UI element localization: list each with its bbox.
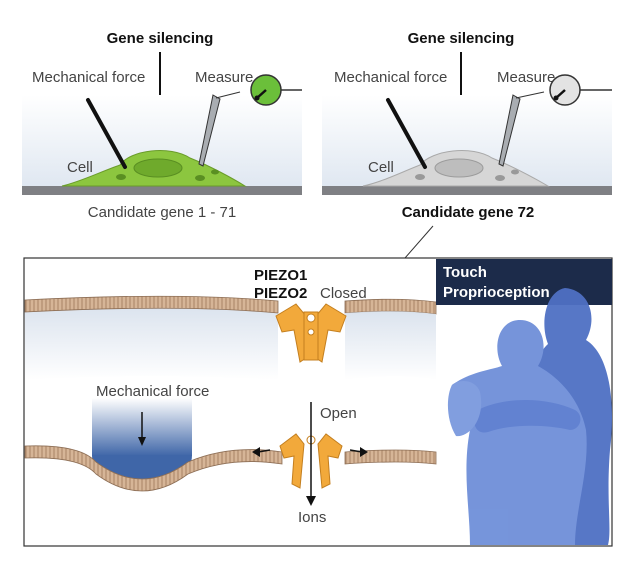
figure-front — [449, 320, 587, 545]
lower-force-label: Mechanical force — [96, 383, 209, 400]
panel-candidate-72: Gene silencing Mechanical force Cell Mea… — [322, 30, 612, 221]
panel-2-force-rod — [386, 98, 427, 169]
membrane-lower-right — [344, 449, 437, 465]
panel-2-nucleus — [434, 158, 484, 178]
stretch-arrowhead-left — [252, 447, 260, 457]
cytoplasm-upper-right — [345, 311, 436, 380]
membrane-lower-left — [24, 445, 283, 492]
open-label: Open — [320, 405, 357, 422]
ions-label: Ions — [298, 509, 326, 526]
piezo-open-right-blade — [317, 433, 343, 489]
panel-1-gauge-pivot — [254, 95, 260, 101]
panel-1-cell-label: Cell — [67, 159, 93, 176]
figure-arm — [474, 399, 581, 433]
piezo-closed-cap — [306, 313, 316, 323]
callout-pointer — [368, 225, 434, 259]
panel-2-organelle — [415, 174, 425, 180]
panel-2-measure-label: Measure — [497, 69, 555, 86]
piezo-closed-pore — [303, 311, 319, 361]
lower-force-arrowhead — [138, 437, 146, 446]
panel-2-cell-label: Cell — [368, 159, 394, 176]
stretch-arrowhead-right — [360, 447, 368, 457]
piezo-closed-left-blade — [275, 303, 307, 363]
panel-2-electrode-wire — [515, 91, 545, 99]
panel-1-organelle — [211, 169, 219, 175]
piezo-open-left-blade — [279, 433, 305, 489]
figure-shoulder — [447, 380, 482, 437]
panel-1-force-label: Mechanical force — [32, 69, 145, 86]
membrane-upper-left — [24, 295, 279, 314]
piezo-closed-right-blade — [315, 303, 347, 363]
functions-panel: Touch Proprioception — [436, 259, 613, 545]
piezo1-label: PIEZO1 — [254, 267, 307, 284]
proprioception-label: Proprioception — [443, 284, 550, 301]
panel-2-caption: Candidate gene 72 — [402, 204, 535, 221]
embracing-figures-illustration — [447, 288, 613, 545]
panel-2-organelle — [495, 175, 505, 181]
panel-1-heading: Gene silencing — [107, 30, 214, 47]
panel-1-organelle — [116, 174, 126, 180]
panel-2-heading: Gene silencing — [408, 30, 515, 47]
panel-2-substrate — [322, 186, 612, 195]
piezo2-label: PIEZO2 — [254, 285, 307, 302]
ion-flow-arrowhead — [306, 496, 316, 506]
panel-2-force-label: Mechanical force — [334, 69, 447, 86]
panel-1-force-rod — [86, 98, 127, 169]
panel-1-nucleus — [133, 158, 183, 178]
membrane-open-section: Mechanical force Open Ions — [24, 383, 437, 526]
panel-1-measure-label: Measure — [195, 69, 253, 86]
touch-label: Touch — [443, 264, 487, 281]
panel-1-substrate — [22, 186, 302, 195]
panel-1-caption: Candidate gene 1 - 71 — [88, 204, 236, 221]
membrane-closed-section: PIEZO1 PIEZO2 Closed — [24, 267, 437, 380]
cytoplasm-upper — [25, 306, 278, 380]
panel-candidate-1-71: Gene silencing Mechanical force Cell Mea… — [22, 30, 302, 221]
panel-2-gauge-pivot — [553, 95, 559, 101]
piezo-closed-gate — [307, 328, 315, 336]
closed-label: Closed — [320, 285, 367, 302]
panel-1-organelle — [195, 175, 205, 181]
panel-2-organelle — [511, 169, 519, 175]
panel-1-electrode-wire — [215, 91, 241, 99]
